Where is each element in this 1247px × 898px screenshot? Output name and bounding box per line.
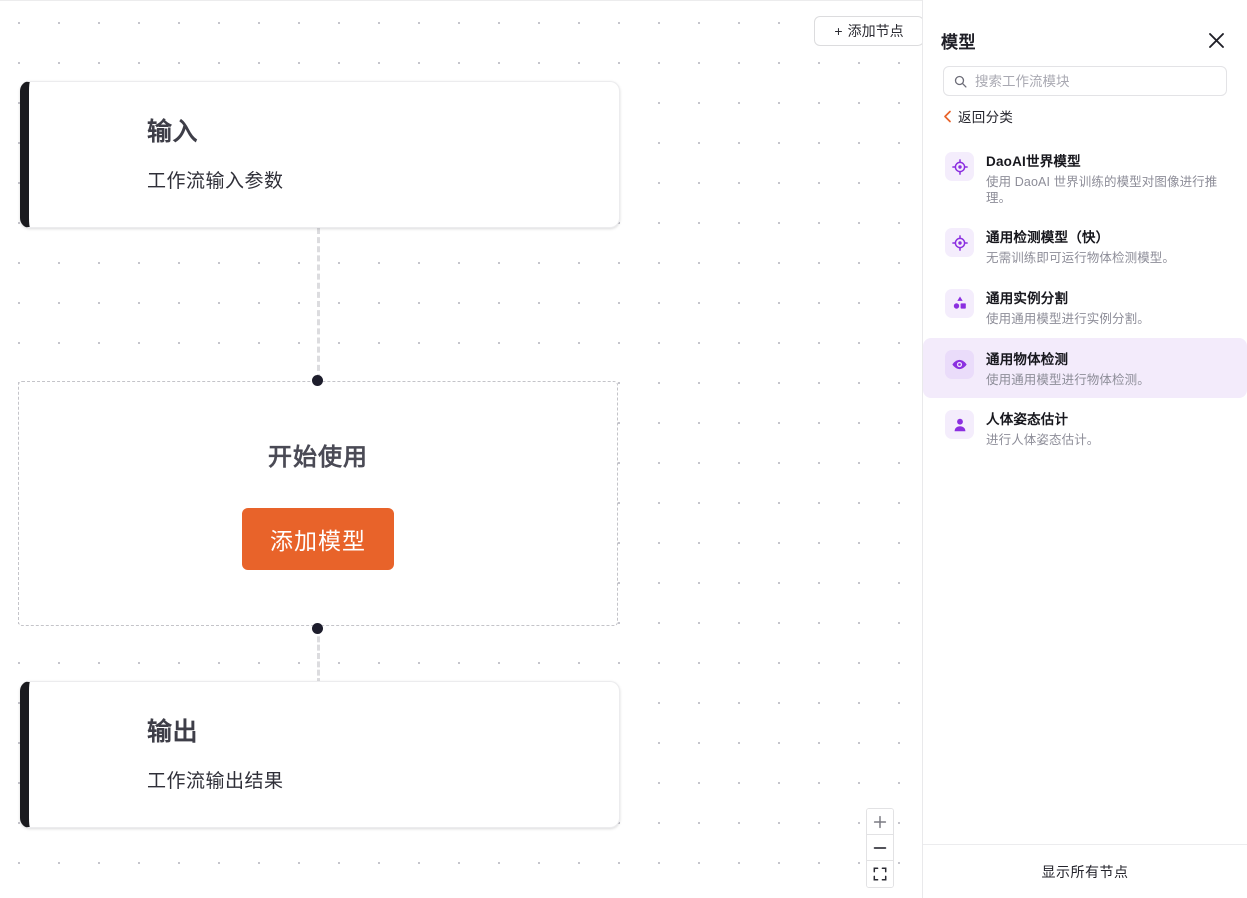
node-input[interactable]: 输入 工作流输入参数 [20, 81, 620, 228]
zoom-out-button[interactable] [867, 835, 893, 861]
model-item-name: 通用实例分割 [986, 290, 1069, 306]
node-input-subtitle: 工作流输入参数 [147, 171, 284, 192]
model-panel-title: 模型 [941, 32, 976, 52]
back-to-categories-label: 返回分类 [958, 110, 1014, 125]
add-model-button[interactable]: 添加模型 [242, 508, 394, 570]
model-item-description: 使用通用模型进行实例分割。 [986, 311, 1150, 326]
model-item-description: 进行人体姿态估计。 [986, 433, 1100, 448]
node-placeholder[interactable]: 开始使用 添加模型 [18, 381, 618, 626]
model-item-text: DaoAI世界模型 使用 DaoAI 世界训练的模型对图像进行推理。 [986, 150, 1233, 206]
canvas-top-divider [0, 0, 922, 1]
fit-view-button[interactable] [867, 861, 893, 887]
model-item-name: 人体姿态估计 [986, 412, 1069, 428]
model-panel: 模型 返回分类 [922, 0, 1247, 898]
model-list-item-object-detection[interactable]: 通用物体检测 使用通用模型进行物体检测。 [923, 337, 1247, 399]
model-item-text: 通用检测模型（快） 无需训练即可运行物体检测模型。 [986, 226, 1175, 267]
zoom-in-button[interactable] [867, 809, 893, 835]
model-item-description: 使用 DaoAI 世界训练的模型对图像进行推理。 [986, 175, 1218, 205]
model-list: DaoAI世界模型 使用 DaoAI 世界训练的模型对图像进行推理。 通用检测模… [923, 132, 1247, 844]
model-panel-header: 模型 [923, 0, 1247, 56]
back-to-categories-button[interactable]: 返回分类 [923, 96, 1247, 132]
add-node-button-label: 添加节点 [847, 23, 904, 39]
node-output-subtitle: 工作流输出结果 [147, 771, 284, 792]
close-icon[interactable] [1203, 27, 1229, 53]
model-item-text: 通用实例分割 使用通用模型进行实例分割。 [986, 287, 1150, 328]
model-item-name: 通用物体检测 [986, 351, 1069, 367]
placeholder-title: 开始使用 [268, 444, 368, 471]
target-icon [945, 228, 974, 258]
person-icon [945, 410, 974, 440]
zoom-controls [866, 808, 894, 888]
node-handle-bottom[interactable] [312, 623, 323, 634]
search-input[interactable] [975, 73, 1216, 89]
show-all-nodes-button[interactable]: 显示所有节点 [923, 844, 1247, 898]
plus-icon: + [834, 23, 843, 39]
search-box[interactable] [943, 66, 1227, 96]
model-list-item-instance-segmentation[interactable]: 通用实例分割 使用通用模型进行实例分割。 [923, 277, 1247, 338]
workflow-canvas[interactable]: + 添加节点 输入 工作流输入参数 开始使用 添加模型 输出 工作流输出结果 [0, 0, 922, 898]
edge-input-to-placeholder [317, 228, 320, 380]
model-item-text: 人体姿态估计 进行人体姿态估计。 [986, 408, 1099, 449]
chevron-left-icon [943, 110, 952, 123]
target-icon [945, 152, 974, 181]
node-output[interactable]: 输出 工作流输出结果 [20, 681, 620, 828]
model-list-item-fast-detection[interactable]: 通用检测模型（快） 无需训练即可运行物体检测模型。 [923, 216, 1247, 277]
model-list-item-daoai-world[interactable]: DaoAI世界模型 使用 DaoAI 世界训练的模型对图像进行推理。 [923, 140, 1247, 216]
zoom-in-icon [873, 815, 887, 829]
add-node-button[interactable]: + 添加节点 [814, 16, 922, 46]
edge-placeholder-to-output [317, 628, 320, 684]
node-output-title: 输出 [147, 718, 199, 746]
node-input-title: 输入 [147, 118, 199, 146]
show-all-nodes-label: 显示所有节点 [1041, 863, 1129, 880]
model-item-name: DaoAI世界模型 [986, 154, 1081, 169]
eye-icon [945, 349, 974, 379]
shapes-icon [945, 288, 974, 318]
search-row [923, 56, 1247, 96]
search-icon [954, 75, 967, 88]
model-item-description: 使用通用模型进行物体检测。 [986, 372, 1150, 387]
model-item-description: 无需训练即可运行物体检测模型。 [986, 251, 1176, 266]
model-item-text: 通用物体检测 使用通用模型进行物体检测。 [986, 348, 1150, 389]
node-handle-top[interactable] [312, 375, 323, 386]
fit-view-icon [873, 867, 887, 881]
model-list-item-pose-estimation[interactable]: 人体姿态估计 进行人体姿态估计。 [923, 398, 1247, 459]
model-item-name: 通用检测模型（快） [986, 230, 1110, 246]
zoom-out-icon [873, 841, 887, 855]
